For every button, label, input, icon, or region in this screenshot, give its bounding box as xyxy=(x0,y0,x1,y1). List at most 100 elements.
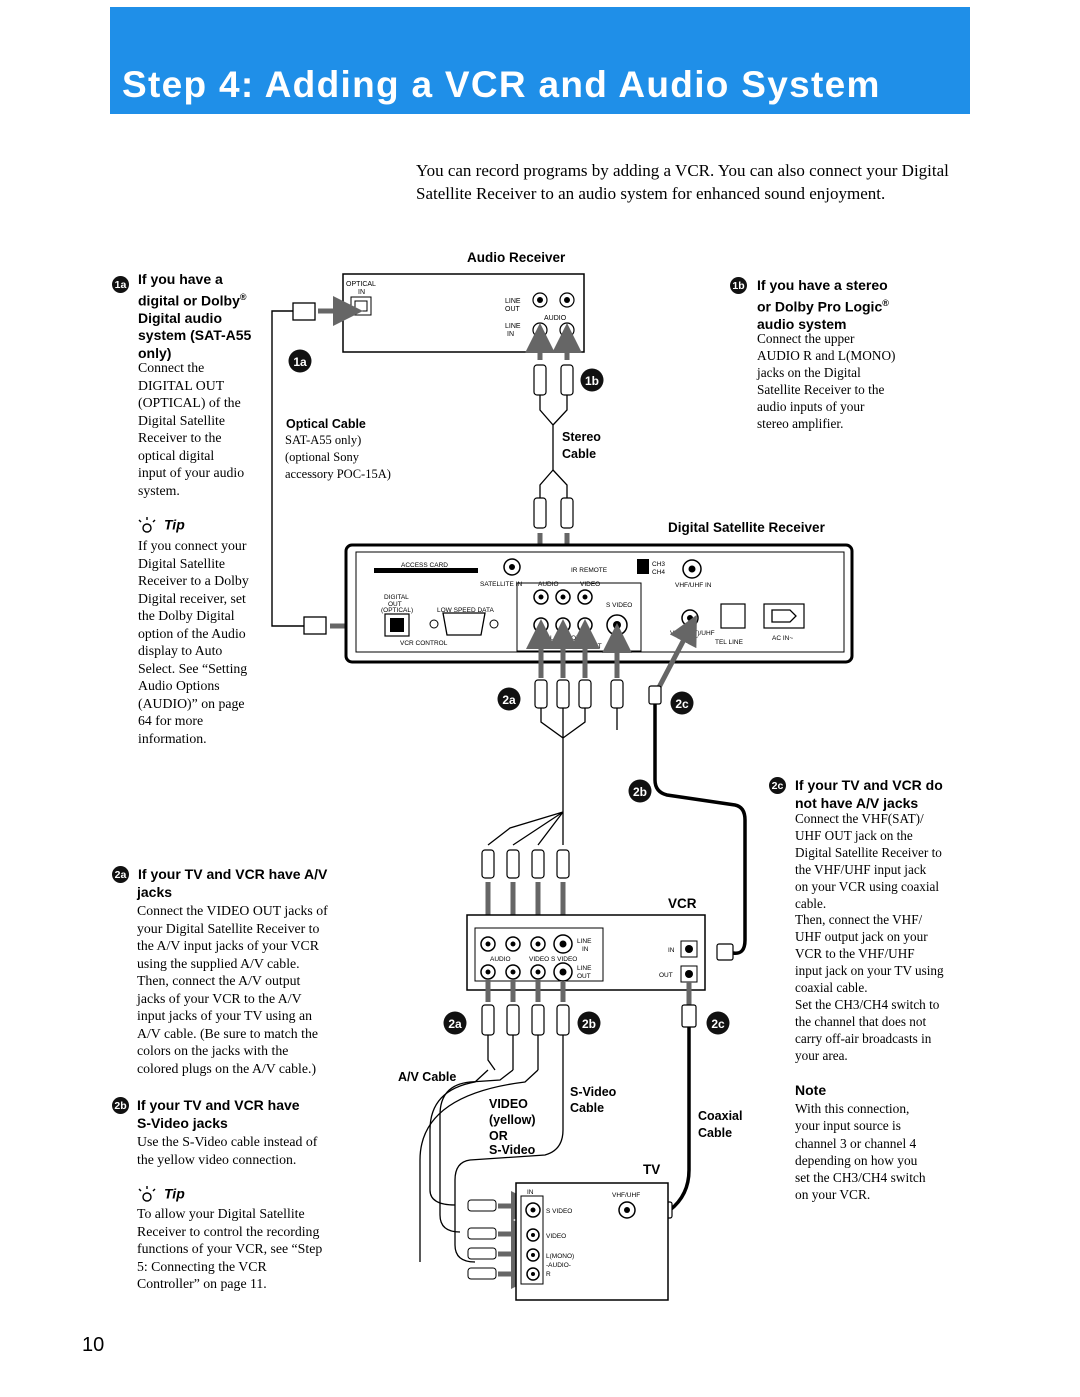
section-2a-line: colors on the jacks with the xyxy=(137,1043,289,1058)
note-line: depending on how you xyxy=(795,1152,918,1168)
dsr-label: Digital Satellite Receiver xyxy=(668,520,826,535)
dsr-digital-out-label: OUT xyxy=(388,601,402,608)
section-1b-heading-line: or Dolby Pro Logic® xyxy=(757,295,972,316)
tip-1-text: Tip xyxy=(164,516,185,533)
badge-2a-diagram-shape-2 xyxy=(443,1011,467,1035)
section-2c-line: Set the CH3/CH4 switch to xyxy=(795,996,940,1012)
tv-vhfuhf-label: VHF/UHF xyxy=(612,1192,640,1199)
note-line: on your VCR. xyxy=(795,1187,871,1203)
note-heading: Note xyxy=(795,1082,827,1098)
section-2c-line: on your VCR using coaxial xyxy=(795,878,940,894)
title-banner: Step 4: Adding a VCR and Audio System xyxy=(110,7,970,114)
tv-r-label: R xyxy=(546,1271,551,1278)
vcr-s-video-label: S VIDEO xyxy=(551,956,577,963)
dsr-low-speed-data-label: LOW SPEED DATA xyxy=(437,607,494,614)
section-2c-heading: If your TV and VCR do not have A/V jacks xyxy=(795,777,975,812)
tip-2-line: 5: Connecting the VCR xyxy=(137,1258,267,1274)
section-1a-heading-line: Digital audio xyxy=(138,309,222,326)
tip-1-line: Digital receiver, set xyxy=(138,590,246,606)
tv-label: TV xyxy=(643,1162,660,1177)
dsr-ch4-label: CH4 xyxy=(652,569,665,576)
section-1a-heading-text: digital or Dolby xyxy=(138,292,240,309)
section-1a-line: Connect the xyxy=(138,360,205,375)
video-option-label: (yellow) xyxy=(489,1113,536,1127)
tip-1-line: information. xyxy=(138,730,207,746)
section-1b-line: audio inputs of your xyxy=(757,399,865,414)
stereo-cable xyxy=(525,323,582,575)
coaxial-cable-label: Cable xyxy=(698,1126,732,1140)
badge-2b-diagram-shape xyxy=(628,779,652,803)
receiver-line-out-label: OUT xyxy=(505,306,521,313)
section-2c-body: Connect the VHF(SAT)/ UHF OUT jack on th… xyxy=(795,811,975,1065)
badge-2c-diagram-shape xyxy=(670,691,694,715)
optical-cable xyxy=(271,296,391,641)
vcr-video-label: VIDEO xyxy=(529,956,549,963)
section-1b-line: stereo amplifier. xyxy=(757,416,844,431)
section-2c-line: VCR to the VHF/UHF xyxy=(795,946,915,962)
av-cable-lower xyxy=(419,980,570,1289)
video-option-label: VIDEO xyxy=(489,1097,528,1111)
vcr-line-in-label: IN xyxy=(582,946,589,953)
section-1a-body: Connect the DIGITAL OUT (OPTICAL) of the… xyxy=(138,359,273,499)
tip-1-line: Digital Satellite xyxy=(138,555,225,571)
note-line: With this connection, xyxy=(795,1101,910,1116)
note-line: your input source is xyxy=(795,1118,901,1134)
dsr-ir-remote-label: IR REMOTE xyxy=(571,567,608,574)
section-2a-line: the A/V input jacks of your VCR xyxy=(137,938,319,953)
badge-2a: 2a xyxy=(112,866,129,883)
tv-s-video-label: S VIDEO xyxy=(546,1208,572,1215)
badge-2b: 2b xyxy=(112,1097,129,1114)
section-1b-line: Satellite Receiver to the xyxy=(757,382,885,397)
section-2c-line: input jack on your TV using xyxy=(795,963,944,979)
note-body: With this connection, your input source … xyxy=(795,1100,975,1204)
page-number: 10 xyxy=(82,1334,105,1356)
section-2a-heading-line: jacks xyxy=(137,883,173,900)
section-1a-line: system. xyxy=(138,482,180,498)
badge-1a-diagram: 1a xyxy=(293,355,307,369)
page-title: Step 4: Adding a VCR and Audio System xyxy=(122,64,881,105)
receiver-line-in-label: LINE xyxy=(505,323,521,330)
coaxial-cable-upper xyxy=(648,614,747,961)
tip-1-line: Audio Options xyxy=(138,678,220,693)
intro-paragraph: You can record programs by adding a VCR.… xyxy=(416,161,949,203)
lightbulb-icon xyxy=(138,517,156,533)
section-1a-line: DIGITAL OUT xyxy=(138,377,225,393)
note-line: set the CH3/CH4 switch xyxy=(795,1170,926,1186)
section-1a-line: Receiver to the xyxy=(138,430,222,445)
section-2c-line: the channel that does not xyxy=(795,1013,927,1029)
tip-2-line: To allow your Digital Satellite xyxy=(137,1206,305,1221)
tip-1-line: If you connect your xyxy=(138,538,247,553)
section-2c-line: UHF output jack on your xyxy=(795,929,928,945)
section-2a-line: using the supplied A/V cable. xyxy=(137,955,300,971)
vcr-line-in-label: LINE xyxy=(577,938,592,945)
dsr-ch3-label: CH3 xyxy=(652,561,665,568)
badge-2b-diagram: 2b xyxy=(633,785,647,799)
vcr-panel xyxy=(466,914,706,991)
badge-1a: 1a xyxy=(112,276,129,293)
video-option-label: S-Video xyxy=(489,1143,536,1157)
receiver-optical-label: OPTICAL xyxy=(346,281,376,288)
section-1b-line: jacks on the Digital xyxy=(757,365,861,380)
dsr-vcr-control-label: VCR CONTROL xyxy=(400,640,448,647)
section-2a-heading-line: If your TV and VCR have A/V xyxy=(138,866,328,882)
badge-2a-diagram: 2a xyxy=(502,693,516,707)
section-2c-line: cable. xyxy=(795,895,827,911)
section-2a-line: input jacks of your TV using an xyxy=(137,1008,313,1023)
dsr-audio-label: AUDIO xyxy=(538,581,559,588)
section-2b-heading-line: If your TV and VCR have xyxy=(137,1097,300,1113)
tip-2-text: Tip xyxy=(164,1185,185,1202)
section-2c-line: UHF OUT jack on the xyxy=(795,827,913,843)
registered-mark: ® xyxy=(239,291,247,302)
optical-cable-note: (optional Sony xyxy=(285,450,360,464)
optical-cable-label: Optical Cable xyxy=(286,417,366,431)
section-2b-heading-line: S-Video jacks xyxy=(137,1114,228,1131)
section-2c-line: Then, connect the VHF/ xyxy=(795,912,923,928)
vcr-out-label: OUT xyxy=(659,972,673,979)
audio-receiver-panel xyxy=(342,273,585,353)
section-1b-heading-text: or Dolby Pro Logic xyxy=(757,298,883,315)
svideo-cable-label: Cable xyxy=(570,1101,604,1115)
coaxial-cable-label: Coaxial xyxy=(698,1109,742,1123)
receiver-line-out-label: LINE xyxy=(505,298,521,305)
section-2b-line: Use the S-Video cable instead of xyxy=(137,1134,318,1149)
dsr-tel-line-label: TEL LINE xyxy=(715,639,744,646)
